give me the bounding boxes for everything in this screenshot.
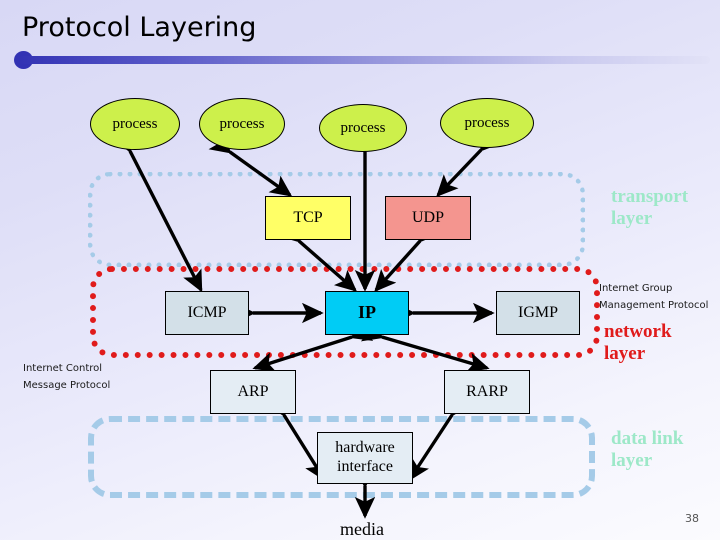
protocol-box-icmp[interactable]: ICMP bbox=[165, 291, 249, 335]
process-label: process bbox=[112, 115, 158, 132]
protocol-box-igmp[interactable]: IGMP bbox=[496, 291, 580, 335]
protocol-box-arp[interactable]: ARP bbox=[210, 370, 296, 414]
process-label: process bbox=[340, 119, 386, 136]
title-divider-bar bbox=[18, 56, 710, 64]
protocol-box-ip[interactable]: IP bbox=[325, 291, 409, 335]
data-link-layer-caption: data link layer bbox=[611, 428, 684, 472]
slide-page-number: 38 bbox=[685, 512, 699, 525]
hardware-interface-box[interactable]: hardware interface bbox=[317, 432, 413, 484]
igmp-expansion-label: Internet Group Management Protocol bbox=[599, 283, 709, 311]
protocol-box-udp[interactable]: UDP bbox=[385, 196, 471, 240]
media-label: media bbox=[340, 519, 384, 539]
page-title: Protocol Layering bbox=[22, 12, 257, 43]
protocol-box-tcp[interactable]: TCP bbox=[265, 196, 351, 240]
process-label: process bbox=[219, 115, 265, 132]
process-node[interactable]: process bbox=[90, 98, 180, 150]
network-layer-caption: network layer bbox=[604, 321, 672, 365]
data-link-layer-region bbox=[88, 416, 595, 498]
process-node[interactable]: process bbox=[440, 98, 534, 148]
process-node[interactable]: process bbox=[199, 98, 285, 150]
process-label: process bbox=[464, 114, 510, 131]
icmp-expansion-label: Internet Control Message Protocol bbox=[23, 363, 111, 391]
process-node[interactable]: process bbox=[319, 104, 407, 152]
transport-layer-caption: transport layer bbox=[611, 186, 689, 230]
protocol-box-rarp[interactable]: RARP bbox=[444, 370, 530, 414]
